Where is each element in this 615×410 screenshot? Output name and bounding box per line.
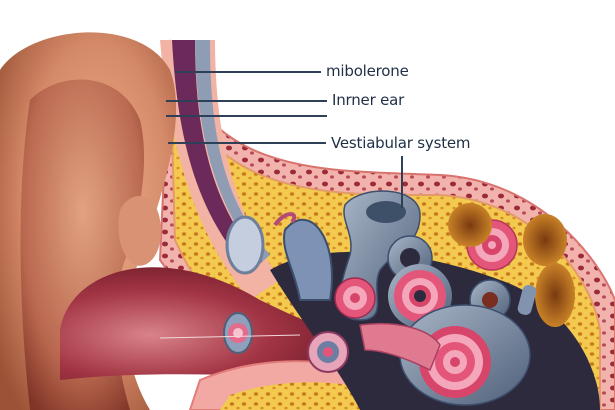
leader-line-mibolerone	[175, 71, 321, 73]
leader-line-inner-ear-bottom	[166, 115, 327, 117]
label-mibolerone: mibolerone	[326, 62, 409, 80]
label-inner-ear: Inrner ear	[332, 91, 405, 109]
leader-line-inner-ear-top	[166, 100, 327, 102]
leader-line-vestibular	[168, 142, 326, 144]
leader-line-vestibular-drop	[401, 156, 403, 208]
label-vestibular-system: Vestiabular system	[331, 134, 471, 152]
